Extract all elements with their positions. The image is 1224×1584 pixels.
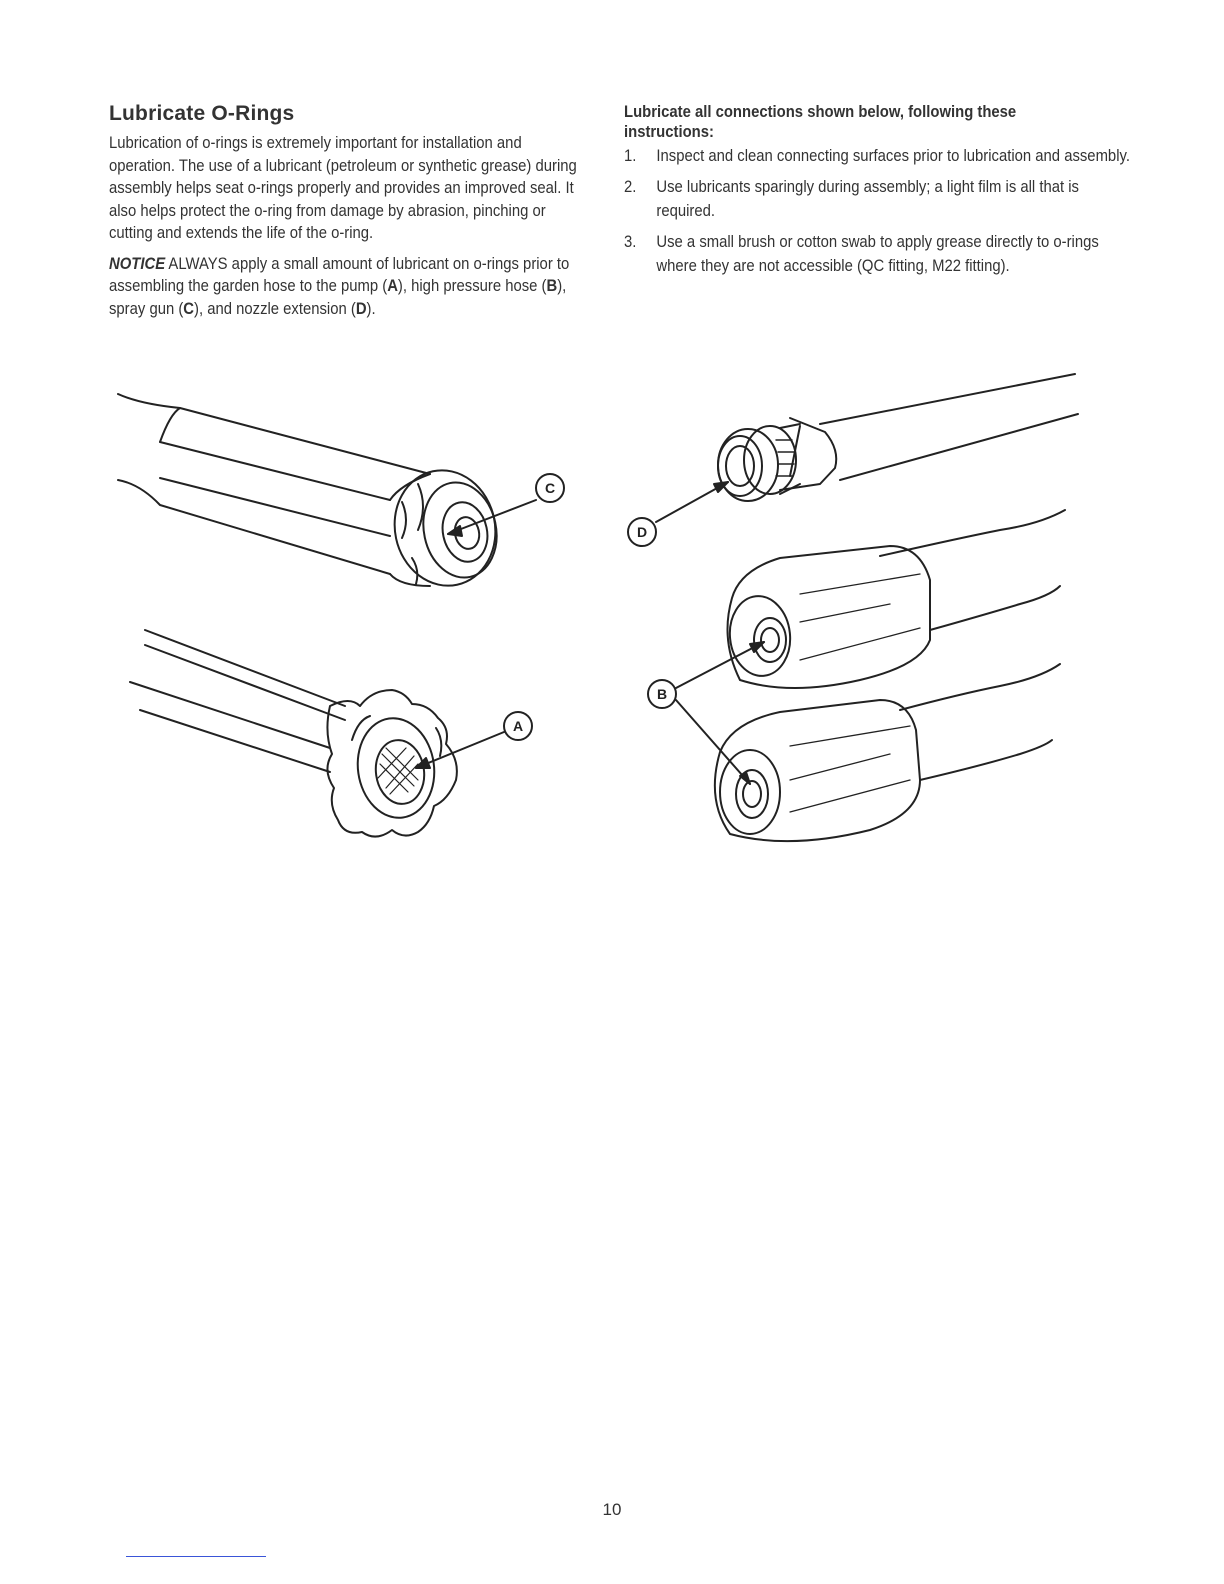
step-text: Inspect and clean connecting surfaces pr… <box>656 147 1130 165</box>
step-number: 2. <box>624 178 637 196</box>
left-column: Lubricate O-Rings Lubrication of o-rings… <box>109 102 589 320</box>
callout-a-label: A <box>513 718 523 734</box>
instruction-step: 3. Use a small brush or cotton swab to ap… <box>624 230 1132 278</box>
ref-a: A <box>387 277 398 295</box>
high-pressure-hose-connection-1 <box>726 509 1066 689</box>
callout-b-label: B <box>657 686 667 702</box>
ref-c: C <box>183 299 195 318</box>
callout-d-label: D <box>637 524 647 540</box>
ref-d: D <box>355 299 367 318</box>
step-number: 3. <box>624 233 637 251</box>
callout-b: B <box>647 641 765 785</box>
footer-rule <box>126 1556 266 1557</box>
notice-paragraph: NOTICE ALWAYS apply a small amount of lu… <box>109 253 588 321</box>
instruction-list: 1. Inspect and clean connecting surfaces … <box>624 144 1130 278</box>
instruction-step: 2. Use lubricants sparingly during assemb… <box>624 175 1132 223</box>
step-number: 1. <box>624 147 637 165</box>
instruction-step: 1. Inspect and clean connecting surfaces … <box>624 144 1132 168</box>
notice-text-5: ). <box>366 299 376 318</box>
notice-label: NOTICE <box>109 254 166 273</box>
callout-d: D <box>627 481 729 547</box>
step-text: Use lubricants sparingly during assembly… <box>656 178 1079 220</box>
nozzle-extension-connection <box>717 373 1079 502</box>
o-ring-connections-illustration: C A D B <box>117 373 1079 843</box>
spray-gun-connection <box>117 393 498 587</box>
intro-paragraph: Lubrication of o-rings is extremely impo… <box>109 134 577 242</box>
notice-text-2: ), high pressure hose ( <box>397 277 547 295</box>
instructions-heading: Lubricate all connections shown below, f… <box>624 103 1017 141</box>
notice-text-3: ), spray gun ( <box>109 277 567 318</box>
high-pressure-hose-connection-2 <box>713 663 1061 843</box>
callout-a: A <box>415 711 533 769</box>
callout-c: C <box>447 473 565 537</box>
notice-text-4: ), and nozzle extension ( <box>194 299 356 318</box>
section-title: Lubricate O-Rings <box>109 102 295 125</box>
step-text: Use a small brush or cotton swab to appl… <box>656 233 1099 275</box>
callout-c-label: C <box>545 480 555 496</box>
right-column: Lubricate all connections shown below, f… <box>624 102 1130 285</box>
garden-hose-connection <box>129 629 458 838</box>
notice-text-1: ALWAYS apply a small amount of lubricant… <box>109 254 570 296</box>
page-number: 10 <box>602 1500 622 1519</box>
ref-b: B <box>546 277 558 295</box>
